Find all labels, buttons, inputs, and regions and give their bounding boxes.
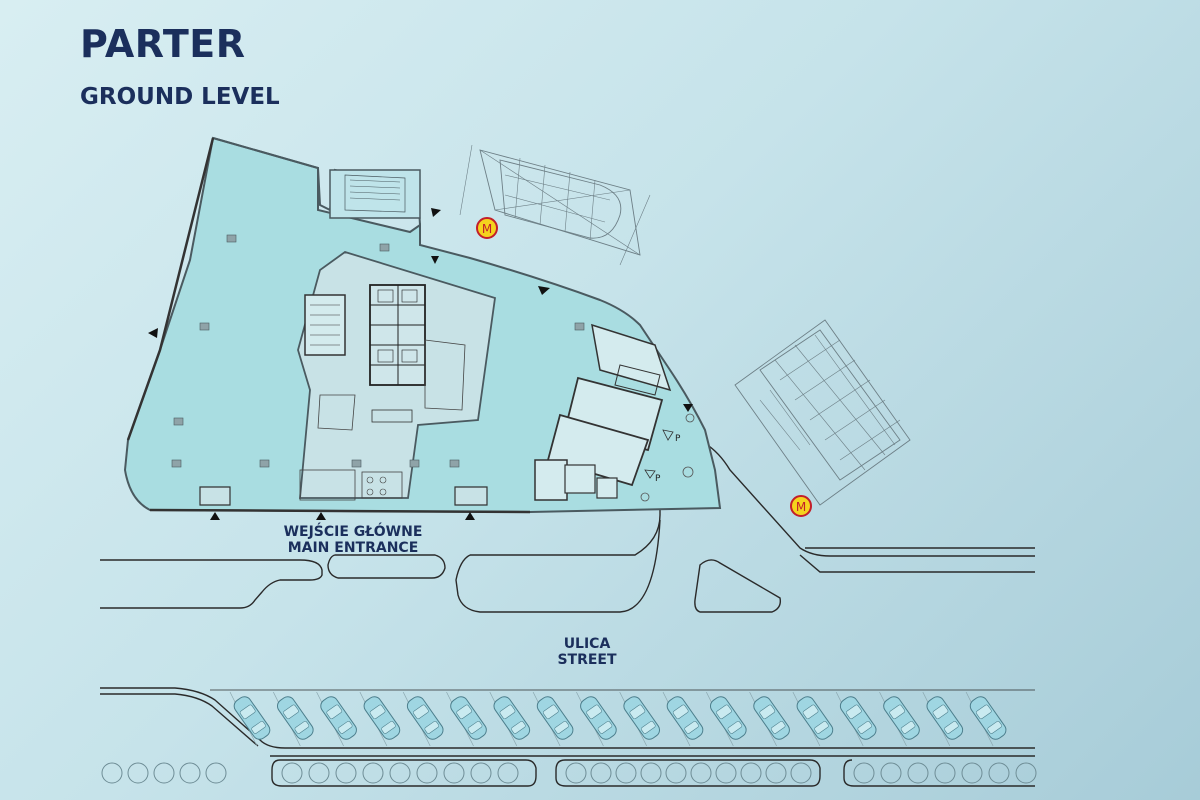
tree-icon: [470, 762, 492, 784]
entrance-arrow-icon: [538, 286, 550, 295]
tree-icon: [961, 762, 983, 784]
tree-icon: [497, 762, 519, 784]
tree-icon: [907, 762, 929, 784]
parked-car-icon: [663, 693, 707, 743]
page-title: PARTER: [80, 22, 246, 66]
tree-icon: [281, 762, 303, 784]
tree-icon: [389, 762, 411, 784]
tree-icon: [615, 762, 637, 784]
tree-icon: [127, 762, 149, 784]
entrance-arrow-icon: [148, 328, 158, 338]
tree-icon: [179, 762, 201, 784]
page-subtitle: GROUND LEVEL: [80, 84, 280, 110]
tree-icon: [740, 762, 762, 784]
tree-icon: [715, 762, 737, 784]
parked-car-icon: [490, 693, 533, 743]
tree-icon: [690, 762, 712, 784]
parked-car-icon: [274, 693, 317, 743]
metro-sign-icon: [790, 495, 812, 517]
tree-icon: [416, 762, 438, 784]
parked-car-icon: [967, 693, 1010, 743]
building-footprint: [123, 136, 722, 514]
parked-car-icon: [534, 693, 577, 743]
metro-sign-icon: [476, 217, 498, 239]
street-trees: [101, 762, 1037, 784]
street-label-en: STREET: [557, 652, 617, 668]
metro-sign-east: M: [790, 495, 812, 517]
entrance-arrow-icon: [465, 512, 475, 520]
tree-icon: [205, 762, 227, 784]
svg-text:M: M: [482, 222, 492, 236]
tree-icon: [565, 762, 587, 784]
metro-structure-north: [459, 144, 651, 266]
tree-icon: [853, 762, 875, 784]
parked-car-icon: [577, 693, 620, 743]
parked-car-icon: [923, 693, 966, 743]
parked-car-icon: [317, 693, 360, 743]
tree-icon: [1015, 762, 1037, 784]
svg-text:P: P: [675, 434, 681, 444]
entrance-arrow-icon: [316, 512, 326, 520]
parking-signs: P P: [640, 413, 695, 502]
entrance-arrow-icon: [431, 208, 441, 217]
parked-car-icon: [880, 693, 923, 743]
tree-icon: [443, 762, 465, 784]
metro-structure-east: [734, 319, 911, 506]
tree-icon: [362, 762, 384, 784]
entrance-label-pl: WEJŚCIE GŁÓWNE: [284, 522, 423, 540]
parked-car-icon: [230, 693, 274, 743]
tree-icon: [101, 762, 123, 784]
entrance-label-en: MAIN ENTRANCE: [288, 540, 419, 556]
tree-icon: [665, 762, 687, 784]
metro-sign-north: M: [476, 217, 498, 239]
parked-car-icon: [620, 693, 663, 743]
parked-car-icon: [404, 693, 447, 743]
parked-car-icon: [707, 693, 750, 743]
tree-icon: [934, 762, 956, 784]
entrance-arrow-icon: [431, 256, 439, 264]
tree-icon: [765, 762, 787, 784]
entrance-arrows: [148, 208, 693, 520]
parked-car-icon: [447, 693, 490, 743]
entrance-arrow-icon: [210, 512, 220, 520]
tree-icon: [590, 762, 612, 784]
tree-icon: [790, 762, 812, 784]
parked-car-icon: [793, 693, 836, 743]
tree-icon: [640, 762, 662, 784]
tree-icon: [308, 762, 330, 784]
parking-sign-icon: P: [644, 469, 661, 484]
parked-car-icon: [360, 693, 403, 743]
street-label-pl: ULICA: [564, 636, 611, 652]
svg-text:M: M: [796, 500, 806, 514]
svg-text:P: P: [655, 474, 661, 484]
tree-icon: [880, 762, 902, 784]
parked-car-icon: [750, 693, 793, 743]
tree-icon: [988, 762, 1010, 784]
parked-cars: [230, 693, 1010, 743]
parked-car-icon: [837, 693, 880, 743]
entrance-arrow-icon: [683, 404, 693, 412]
tree-icon: [153, 762, 175, 784]
parking-sign-icon: P: [662, 429, 681, 444]
tree-icon: [335, 762, 357, 784]
